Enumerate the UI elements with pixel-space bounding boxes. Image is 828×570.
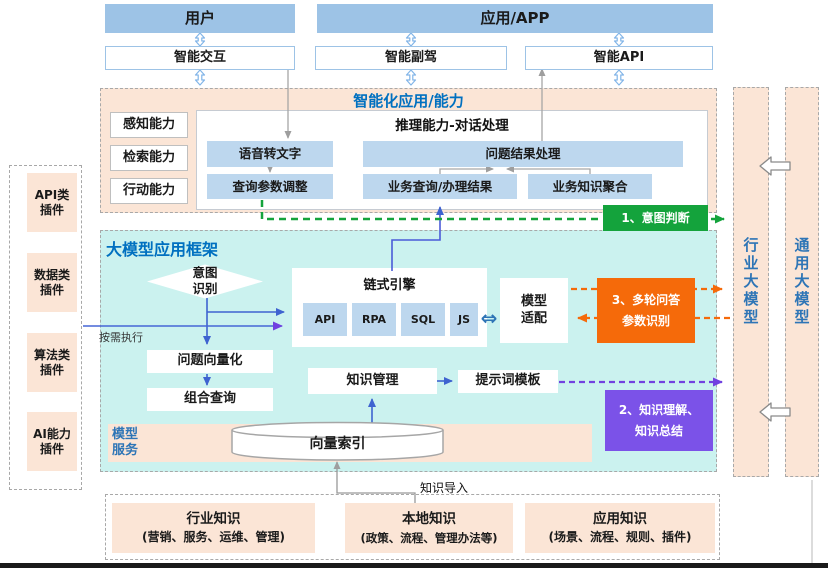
model-adapt-box: 模型 适配 (500, 278, 568, 343)
bidirectional-arrow-icon: ⇔ (480, 305, 498, 330)
industry-knowledge-title: 行业知识 (186, 510, 241, 527)
action-capability-box: 行动能力 (110, 178, 188, 204)
question-vectorize-box: 问题向量化 (147, 350, 273, 373)
local-knowledge-box: 本地知识 (政策、流程、管理办法等) (345, 503, 513, 553)
multi-round-badge: 3、多轮问答 参数识别 (597, 278, 695, 343)
reasoning-panel-title: 推理能力-对话处理 (395, 118, 509, 134)
intent-judge-badge: 1、意图判断 (603, 205, 708, 231)
local-knowledge-title: 本地知识 (402, 510, 456, 527)
industry-knowledge-box: 行业知识 (营销、服务、运维、管理) (112, 503, 315, 553)
perception-capability-box: 感知能力 (110, 112, 188, 138)
chain-plugin-api: API (303, 303, 347, 336)
app-header-box: 应用/APP (317, 4, 713, 33)
app-knowledge-title: 应用知识 (593, 510, 647, 527)
industry-llm-column: 行业大模型 (733, 87, 769, 477)
smart-copilot-box: 智能副驾 (315, 46, 507, 70)
speech-to-text-box: 语音转文字 (207, 141, 333, 167)
industry-llm-label: 行业大模型 (741, 237, 760, 327)
plugin-api-box: API类 插件 (27, 173, 77, 232)
user-header-box: 用户 (105, 4, 295, 33)
local-knowledge-subtitle: (政策、流程、管理办法等) (360, 530, 498, 545)
industry-knowledge-subtitle: (营销、服务、运维、管理) (142, 530, 285, 545)
knowledge-understand-badge: 2、知识理解、 知识总结 (605, 390, 713, 451)
chain-engine-title: 链式引擎 (363, 278, 416, 293)
knowledge-import-label: 知识导入 (420, 481, 469, 495)
smart-api-box: 智能API (525, 46, 713, 70)
vector-index-label: 向量索引 (309, 436, 366, 453)
plugin-algorithm-box: 算法类 插件 (27, 333, 77, 392)
general-llm-column: 通用大模型 (785, 87, 819, 477)
intent-diamond-label: 意图 识别 (192, 265, 218, 296)
business-query-box: 业务查询/办理结果 (363, 174, 517, 199)
smart-interaction-box: 智能交互 (105, 46, 295, 70)
query-param-adjust-box: 查询参数调整 (207, 174, 333, 199)
chain-plugin-sql: SQL (401, 303, 445, 336)
app-knowledge-subtitle: (场景、流程、规则、插件) (548, 530, 692, 545)
knowledge-mgmt-box: 知识管理 (308, 368, 437, 394)
framework-title: 大模型应用框架 (106, 240, 219, 259)
retrieval-capability-box: 检索能力 (110, 145, 188, 171)
chain-plugin-rpa: RPA (352, 303, 396, 336)
bottom-border-bar (0, 563, 828, 568)
model-service-label: 模型 服务 (112, 427, 139, 459)
plugin-data-box: 数据类 插件 (27, 253, 77, 312)
plugin-ai-box: AI能力 插件 (27, 412, 77, 471)
combined-query-box: 组合查询 (147, 388, 273, 411)
prompt-template-box: 提示词模板 (458, 370, 558, 393)
app-knowledge-box: 应用知识 (场景、流程、规则、插件) (525, 503, 715, 553)
knowledge-aggregation-box: 业务知识聚合 (528, 174, 652, 199)
general-llm-label: 通用大模型 (792, 237, 811, 327)
chain-plugin-js: JS (450, 303, 478, 336)
on-demand-label: 按需执行 (99, 331, 143, 344)
result-processing-box: 问题结果处理 (363, 141, 683, 167)
intelligent-app-title: 智能化应用/能力 (353, 92, 464, 110)
